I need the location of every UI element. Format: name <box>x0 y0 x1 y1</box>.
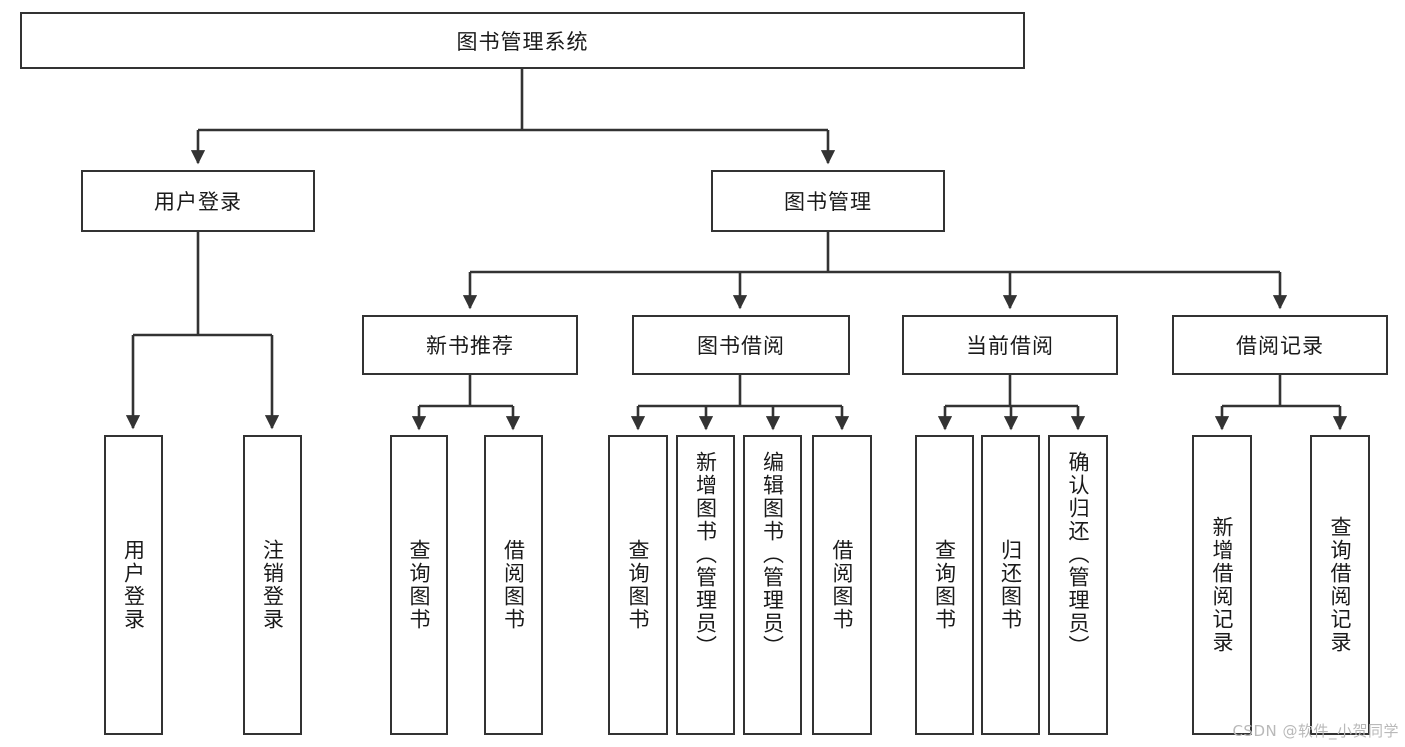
leaf-borrow-add-book-admin[interactable]: 新增图书（管理员） <box>676 435 735 735</box>
node-new-book-recommend[interactable]: 新书推荐 <box>362 315 578 375</box>
node-current-borrow[interactable]: 当前借阅 <box>902 315 1118 375</box>
leaf-user-logout[interactable]: 注销登录 <box>243 435 302 735</box>
leaf-borrow-borrow-book[interactable]: 借阅图书 <box>812 435 872 735</box>
leaf-recommend-borrow-book[interactable]: 借阅图书 <box>484 435 543 735</box>
leaf-recommend-query-book[interactable]: 查询图书 <box>390 435 448 735</box>
leaf-record-add-record[interactable]: 新增借阅记录 <box>1192 435 1252 735</box>
leaf-record-query-record[interactable]: 查询借阅记录 <box>1310 435 1370 735</box>
node-book-borrow[interactable]: 图书借阅 <box>632 315 850 375</box>
leaf-borrow-query-book[interactable]: 查询图书 <box>608 435 668 735</box>
node-book-management[interactable]: 图书管理 <box>711 170 945 232</box>
leaf-current-confirm-return-admin[interactable]: 确认归还（管理员） <box>1048 435 1108 735</box>
leaf-current-query-book[interactable]: 查询图书 <box>915 435 974 735</box>
node-root-system[interactable]: 图书管理系统 <box>20 12 1025 69</box>
node-user-login[interactable]: 用户登录 <box>81 170 315 232</box>
watermark-text: CSDN @软件_小贺同学 <box>1232 722 1399 740</box>
leaf-user-login[interactable]: 用户登录 <box>104 435 163 735</box>
leaf-borrow-edit-book-admin[interactable]: 编辑图书（管理员） <box>743 435 802 735</box>
leaf-current-return-book[interactable]: 归还图书 <box>981 435 1040 735</box>
node-borrow-record[interactable]: 借阅记录 <box>1172 315 1388 375</box>
